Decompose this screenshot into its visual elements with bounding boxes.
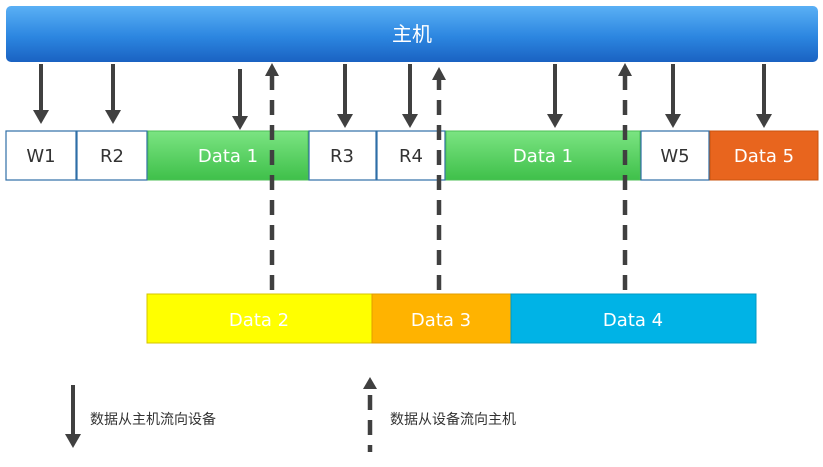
segment-data5-label: Data 5: [734, 146, 794, 167]
segment-r4-label: R4: [399, 146, 423, 167]
segment-w5-label: W5: [660, 146, 689, 167]
segment-data4-label: Data 4: [603, 310, 663, 331]
segment-data3-label: Data 3: [411, 310, 471, 331]
segment-data1-first: [147, 130, 309, 181]
segment-r4: [376, 130, 446, 181]
segment-data4: [510, 293, 757, 344]
top-row: W1 R2 Data 1 R3 R4 Data 1 W5 Data 5: [5, 130, 819, 181]
segment-data1-first-label: Data 1: [198, 146, 258, 167]
segment-data2-label: Data 2: [229, 310, 289, 331]
arrow-down-r4: [402, 64, 418, 128]
legend-host-to-device-label: 数据从主机流向设备: [90, 411, 216, 428]
legend-dashed-arrow-icon: [363, 377, 377, 452]
arrow-up-data4: [618, 63, 632, 290]
segment-data1-second: [445, 130, 641, 181]
arrow-down-r3: [337, 64, 353, 128]
legend-solid-arrow-icon: [65, 385, 81, 448]
segment-w1-label: W1: [26, 146, 55, 167]
arrow-down-data1-second: [547, 64, 563, 128]
arrow-down-data1-first: [232, 69, 248, 130]
legend-device-to-host-label: 数据从设备流向主机: [390, 411, 516, 428]
segment-data1-second-label: Data 1: [513, 146, 573, 167]
arrow-down-data5: [756, 64, 772, 128]
arrow-up-data3: [432, 67, 446, 290]
arrow-down-w5: [665, 64, 681, 128]
segment-r2: [76, 130, 148, 181]
arrow-down-w1: [33, 64, 49, 124]
segment-r3-label: R3: [330, 146, 354, 167]
segment-data3: [371, 293, 512, 344]
host-to-device-arrows: [33, 64, 772, 130]
arrow-up-data2: [265, 63, 279, 290]
bottom-row: Data 2 Data 3 Data 4: [146, 293, 757, 344]
device-to-host-arrows: [265, 63, 632, 290]
segment-w1: [5, 130, 77, 181]
host-label: 主机: [392, 22, 432, 46]
segment-data5: [709, 130, 819, 181]
segment-r3: [308, 130, 377, 181]
segment-r2-label: R2: [100, 146, 124, 167]
segment-w5: [640, 130, 710, 181]
arrow-down-r2: [105, 64, 121, 124]
host-bar: 主机: [6, 6, 818, 62]
legend: 数据从主机流向设备 数据从设备流向主机: [65, 377, 516, 452]
segment-data2: [146, 293, 373, 344]
host-bar-bg: [6, 6, 818, 62]
